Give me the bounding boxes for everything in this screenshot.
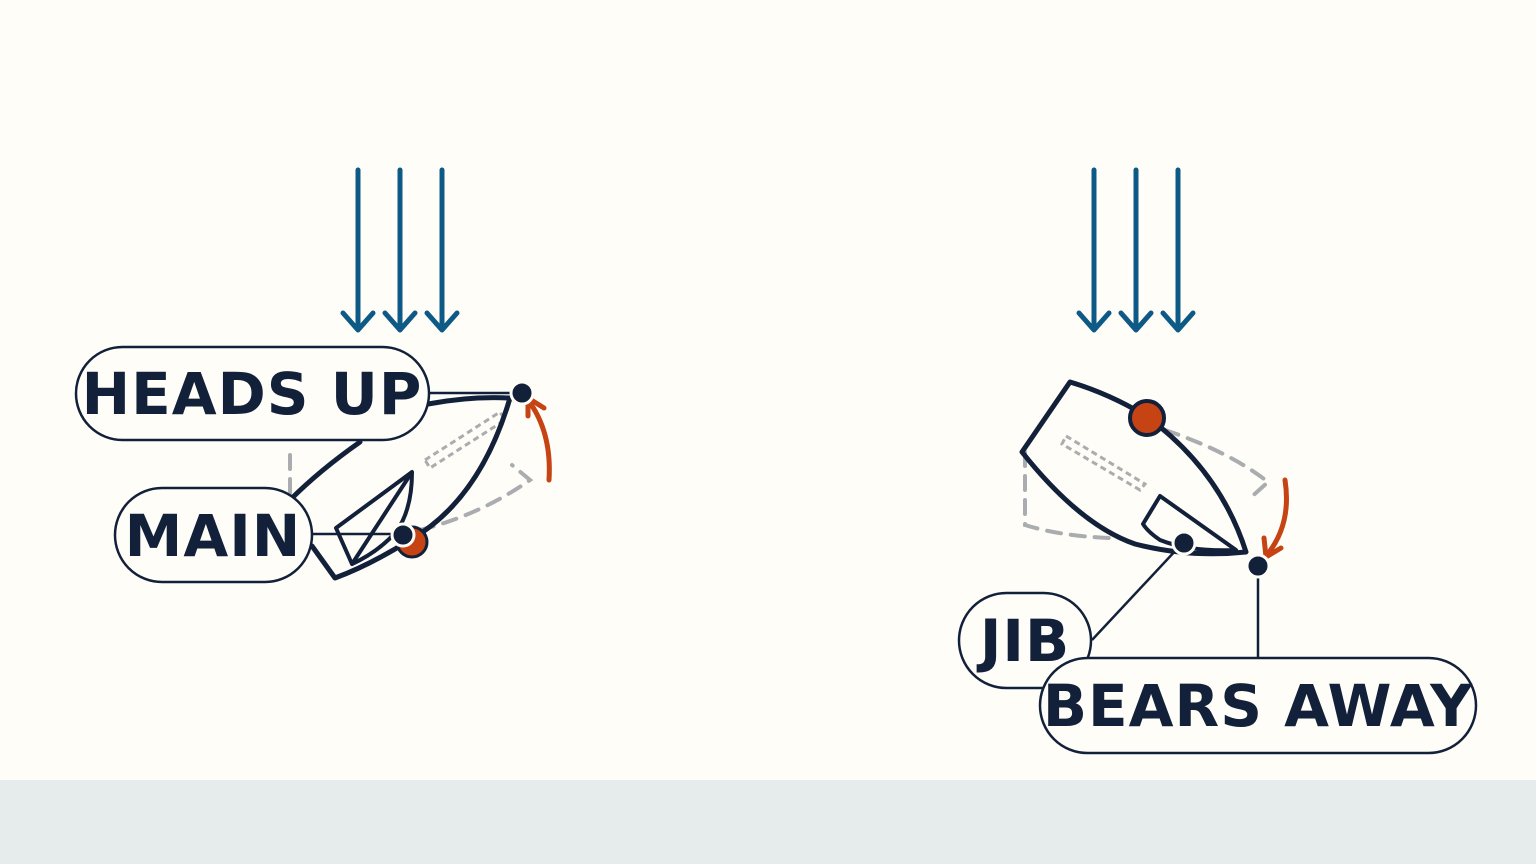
jib-sail [1141, 494, 1238, 553]
pivot-marker-head [509, 380, 535, 406]
label-pill-heads-up: HEADS UP [74, 345, 431, 442]
boat-hull [287, 395, 513, 581]
pivot-marker-main [390, 522, 416, 548]
diagram-stage: HEADS UP MAIN [74, 167, 1478, 755]
label-jib: JIB [976, 607, 1070, 675]
right-panel: JIB BEARS AWAY [957, 167, 1478, 755]
label-pill-jib: JIB [957, 591, 1093, 690]
label-heads-up: HEADS UP [82, 360, 423, 428]
pivot-marker-accent [1128, 399, 1166, 437]
leader-lines [312, 391, 512, 536]
wind-arrows-icon [340, 167, 460, 333]
pivot-marker-stern [1245, 553, 1271, 579]
label-pill-main: MAIN [113, 486, 314, 584]
footer-bar [0, 780, 1536, 864]
wind-arrows-icon [1076, 167, 1196, 333]
pivot-marker-jib [1171, 530, 1197, 556]
ghost-sail-previous [422, 409, 508, 471]
sailing-diagram: HEADS UP MAIN [74, 167, 1478, 755]
label-bears-away: BEARS AWAY [1043, 672, 1473, 740]
leader-lines [1091, 548, 1260, 658]
ghost-sail-previous [1060, 433, 1148, 492]
label-main: MAIN [125, 502, 302, 570]
label-pill-bears-away: BEARS AWAY [1038, 656, 1478, 755]
left-panel: HEADS UP MAIN [74, 167, 552, 584]
ghost-boat-previous [1023, 428, 1272, 540]
